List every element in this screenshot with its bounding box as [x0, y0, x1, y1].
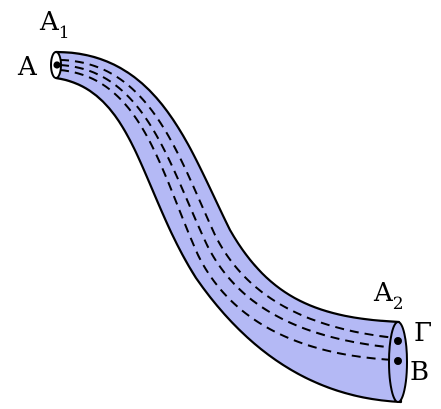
- flow-tube-body: [54, 50, 403, 404]
- label-b: B: [410, 357, 429, 387]
- label-gamma: Γ: [414, 318, 432, 348]
- streamline-top: [59, 59, 397, 339]
- point-b-dot: [394, 357, 402, 365]
- label-a1: A1: [39, 7, 70, 43]
- label-a: A: [17, 52, 38, 82]
- point-a-dot: [53, 61, 61, 69]
- streamline-middle: [59, 64, 397, 349]
- streamline-bottom: [59, 69, 397, 361]
- point-gamma-dot: [394, 337, 402, 345]
- label-a2: A2: [373, 278, 404, 314]
